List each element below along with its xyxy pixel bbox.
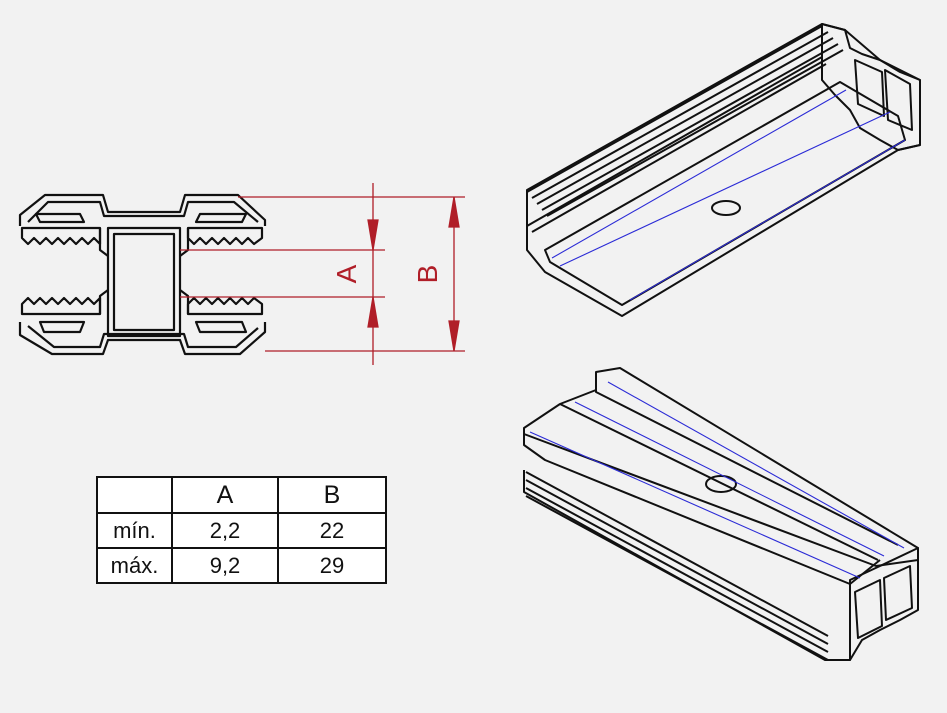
table-row: máx. 9,2 29: [96, 547, 387, 584]
table-header-b: B: [277, 476, 387, 514]
min-b-value: 22: [277, 512, 387, 549]
table-header-empty: [96, 476, 173, 514]
isometric-view-top: [526, 23, 921, 317]
row-label-min: mín.: [96, 512, 173, 549]
dimension-b-label: B: [412, 265, 443, 284]
profile-lower-left-jaw: [20, 296, 102, 316]
profile-outer-bottom: [18, 322, 267, 356]
table-header-a: A: [171, 476, 279, 514]
table-header-row: A B: [96, 476, 387, 514]
isometric-view-bottom: [523, 367, 919, 661]
isometric-bottom-highlight-lines: [529, 381, 905, 579]
min-a-value: 2,2: [171, 512, 279, 549]
isometric-top-highlight-lines: [551, 89, 906, 301]
profile-center-box: [106, 226, 182, 338]
profile-upper-right-jaw: [186, 226, 264, 246]
dimension-lines: [180, 183, 465, 365]
top-part-hole: [711, 200, 741, 216]
profile-upper-left-jaw: [20, 226, 102, 246]
row-label-max: máx.: [96, 547, 173, 584]
top-part-outline: [526, 23, 921, 317]
max-a-value: 9,2: [171, 547, 279, 584]
bottom-part-outline: [523, 367, 919, 567]
profile-outer-top: [18, 193, 267, 226]
dimension-a-label: A: [331, 264, 362, 283]
dimension-table: A B mín. 2,2 22 máx. 9,2 29: [96, 476, 387, 584]
max-b-value: 29: [277, 547, 387, 584]
table-row: mín. 2,2 22: [96, 512, 387, 549]
bottom-part-hole: [705, 475, 737, 493]
profile-lower-right-jaw: [186, 296, 264, 316]
profile-cross-section: [18, 193, 267, 356]
